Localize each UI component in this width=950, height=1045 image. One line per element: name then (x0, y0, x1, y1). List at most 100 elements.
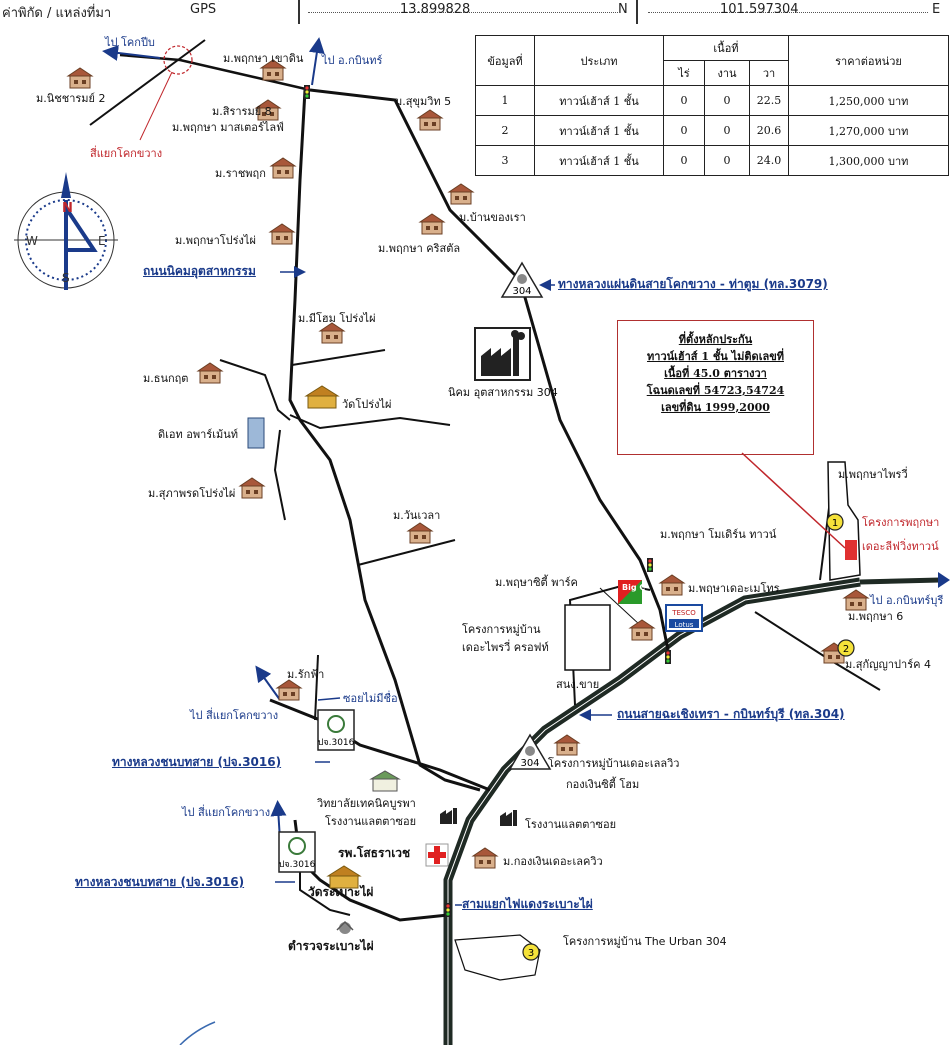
temple-icon (326, 865, 362, 889)
place-label: ม.พฤกษา โมเดิร์น ทาวน์ (660, 528, 777, 541)
police-label: ตำรวจระเบาะไผ่ (288, 939, 374, 953)
house-icon (67, 67, 93, 89)
gps-label: ค่าพิกัด / แหล่งที่มา (2, 6, 112, 21)
place-label: วัดโปร่งไผ่ (342, 398, 392, 411)
house-icon (239, 477, 265, 499)
th-no: ข้อมูลที่ (475, 35, 535, 86)
cell-type: ทาวน์เฮ้าส์ 1 ชั้น (534, 145, 664, 176)
house-icon (319, 322, 345, 344)
house-icon (269, 223, 295, 245)
house-icon (417, 109, 443, 131)
factory-icon (440, 808, 457, 824)
house-icon (448, 183, 474, 205)
gps-lon: 101.597304 (720, 2, 799, 17)
place-label: ม.มีโฮม โปร่งไผ่ (298, 312, 376, 325)
shield-304-label: 304 (512, 286, 531, 297)
place-label: ม.พฤกษา คริสตัล (378, 242, 461, 255)
place-label: ม.พฤกษา 6 (848, 610, 904, 623)
house-icon (843, 589, 869, 611)
junction-label: สามแยกไฟแดงระเบาะไผ่ (462, 897, 593, 911)
place-label: วิทยาลัยเทคนิคบูรพา (317, 797, 416, 810)
road-branch-mehome (291, 349, 386, 366)
road-branch-wat (289, 414, 451, 430)
tesco-lotus-logo: TESCO Lotus (665, 604, 703, 632)
road-3016-lower (293, 819, 449, 922)
cell-wa: 22.5 (749, 85, 789, 116)
rural-3016-shield: ปจ.3016 (317, 709, 355, 751)
rural-3016-label: ทางหลวงชนบทสาย (ปจ.3016) (75, 875, 245, 889)
house-icon (270, 157, 296, 179)
cell-price: 1,300,000 บาท (788, 145, 949, 176)
compass-e: E (98, 234, 106, 248)
to-kokpeep-label: ไป โคกปีบ (105, 36, 155, 49)
tesco-label: TESCO (671, 609, 696, 617)
house-icon (419, 213, 445, 235)
police-icon (336, 920, 354, 934)
cell-price: 1,270,000 บาท (788, 115, 949, 146)
th-price: ราคาต่อหน่วย (788, 35, 949, 86)
gps-lat-dir: N (618, 2, 628, 17)
cell-price: 1,250,000 บาท (788, 85, 949, 116)
kabinburi-arrow-road (859, 577, 941, 585)
table-row: 1 ทาวน์เฮ้าส์ 1 ชั้น 0 0 22.5 1,250,000 … (475, 85, 949, 116)
to-kabin-top-arrow (308, 37, 325, 86)
house-icon (659, 574, 685, 596)
collateral-pointer (741, 452, 846, 549)
to-kokkwang-arrow-1 (255, 665, 281, 701)
traffic-light-icon (665, 650, 671, 664)
road-police (299, 860, 351, 916)
compass-rose (14, 172, 118, 290)
marker-1: 1 (826, 513, 844, 531)
house-icon (276, 679, 302, 701)
highway-304-stripe (447, 581, 861, 1045)
gps-divider (298, 0, 300, 24)
prairie-parcel (564, 604, 611, 671)
urban304-parcel (454, 934, 541, 981)
college-icon (369, 770, 401, 792)
svg-text:1: 1 (832, 518, 838, 529)
compass-n: N (62, 201, 73, 216)
svg-text:2: 2 (843, 644, 849, 655)
collateral-box: ที่ตั้งหลักประกัน ทาวน์เฮ้าส์ 1 ชั้น ไม่… (617, 320, 814, 455)
th-ngan: งาน (704, 60, 750, 86)
marker-2: 2 (837, 639, 855, 657)
traffic-light-icon (647, 558, 653, 572)
cell-type: ทาวน์เฮ้าส์ 1 ชั้น (534, 85, 664, 116)
place-label: ม.บ้านของเรา (459, 211, 526, 224)
unnamed-soi-pointer (317, 697, 341, 701)
place-label: ม.สุขุมวิท 5 (395, 95, 452, 108)
cell-type: ทาวน์เฮ้าส์ 1 ชั้น (534, 115, 664, 146)
subject-marker-red (845, 540, 857, 560)
cell-rai: 0 (663, 115, 705, 146)
highway-304-shield: 304 (500, 261, 544, 298)
collateral-line: เลขที่ดิน 1999,2000 (661, 401, 770, 414)
to-kabin-top-label: ไป อ.กบินทร์ (322, 54, 383, 67)
place-label: กองเงินซิตี้ โฮม (566, 778, 640, 791)
place-label: โรงงานแลตตาซอย (325, 815, 417, 828)
cell-ngan: 0 (704, 145, 750, 176)
place-label: ม.ธนกฤต (143, 372, 189, 385)
rural-3016-shield: ปจ.3016 (278, 831, 316, 873)
place-label: ม.พฤกษา เขาดิน (223, 52, 304, 65)
to-kokkwang-label: ไป สี่แยกโคกขวาง (190, 709, 279, 722)
marker-3: 3 (522, 943, 540, 961)
place-label: วัดระเบาะไผ่ (308, 885, 374, 899)
unnamed-soi-label: ซอยไม่มีชื่อ (343, 692, 398, 705)
kabinburi-arrow (938, 572, 950, 588)
highway-304-shield: 304 (508, 733, 552, 770)
place-label: ม.พฤกษาโปร่งไผ่ (175, 234, 256, 247)
th-wa: วา (749, 60, 789, 86)
project-label: โครงการพฤกษา (862, 516, 940, 529)
place-label: โครงการหมู่บ้านเดอะเลลวิว (548, 757, 680, 770)
svg-text:3: 3 (528, 948, 534, 959)
table-row: 3 ทาวน์เฮ้าส์ 1 ชั้น 0 0 24.0 1,300,000 … (475, 145, 949, 176)
gps-divider (636, 0, 638, 24)
lotus-label: Lotus (675, 621, 694, 629)
cell-rai: 0 (663, 145, 705, 176)
rural-3016-label: ทางหลวงชนบทสาย (ปจ.3016) (112, 755, 282, 769)
compass-s: S (62, 271, 70, 285)
house-icon (472, 847, 498, 869)
cell-ngan: 0 (704, 115, 750, 146)
bigc-label: Big C (622, 583, 645, 592)
road-kokkwang-cross (89, 39, 206, 126)
